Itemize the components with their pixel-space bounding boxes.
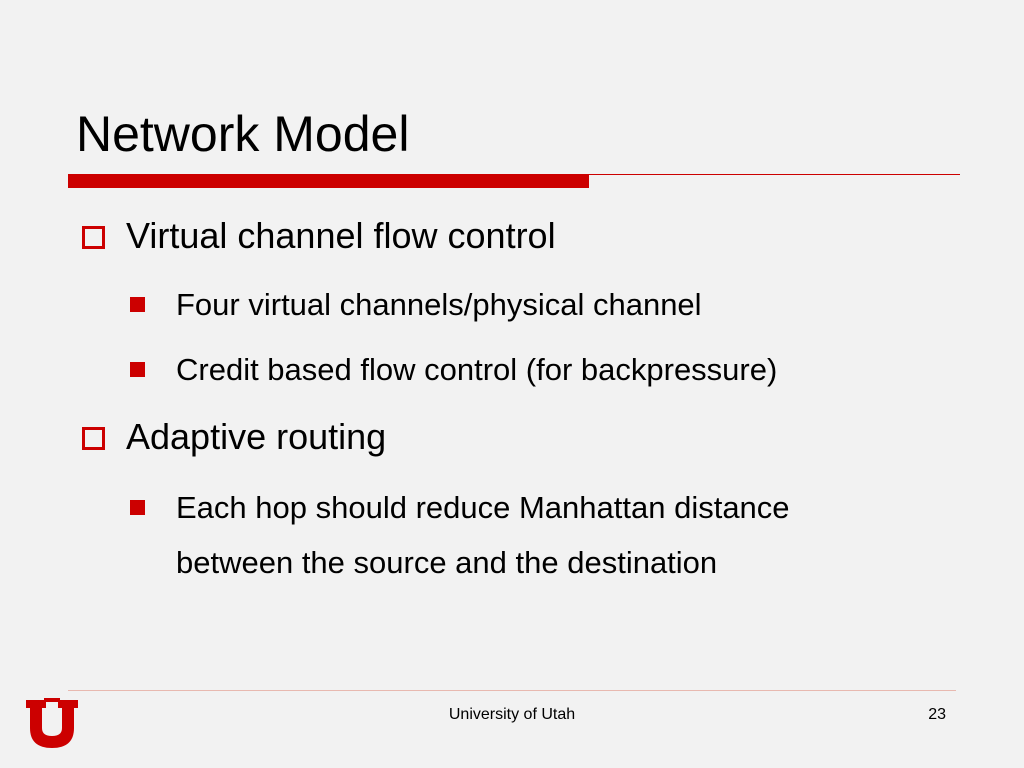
- sub-bullet-item: Credit based flow control (for backpress…: [176, 352, 778, 387]
- hollow-square-bullet-icon: [82, 226, 105, 249]
- slide-title: Network Model: [76, 106, 410, 162]
- filled-square-bullet-icon: [130, 297, 145, 312]
- footer-rule: [68, 690, 956, 691]
- page-number: 23: [928, 706, 946, 723]
- hollow-square-bullet-icon: [82, 427, 105, 450]
- title-underline-thick: [68, 174, 589, 188]
- sub-bullet-item-continuation: between the source and the destination: [176, 545, 718, 580]
- filled-square-bullet-icon: [130, 362, 145, 377]
- footer-institution: University of Utah: [448, 706, 576, 723]
- filled-square-bullet-icon: [130, 500, 145, 515]
- bullet-item: Virtual channel flow control: [126, 215, 556, 256]
- sub-bullet-item: Each hop should reduce Manhattan distanc…: [176, 490, 790, 525]
- sub-bullet-item: Four virtual channels/physical channel: [176, 287, 702, 322]
- title-underline-thin: [589, 174, 960, 175]
- bullet-item: Adaptive routing: [126, 416, 387, 457]
- block-u-logo-icon: [26, 698, 78, 748]
